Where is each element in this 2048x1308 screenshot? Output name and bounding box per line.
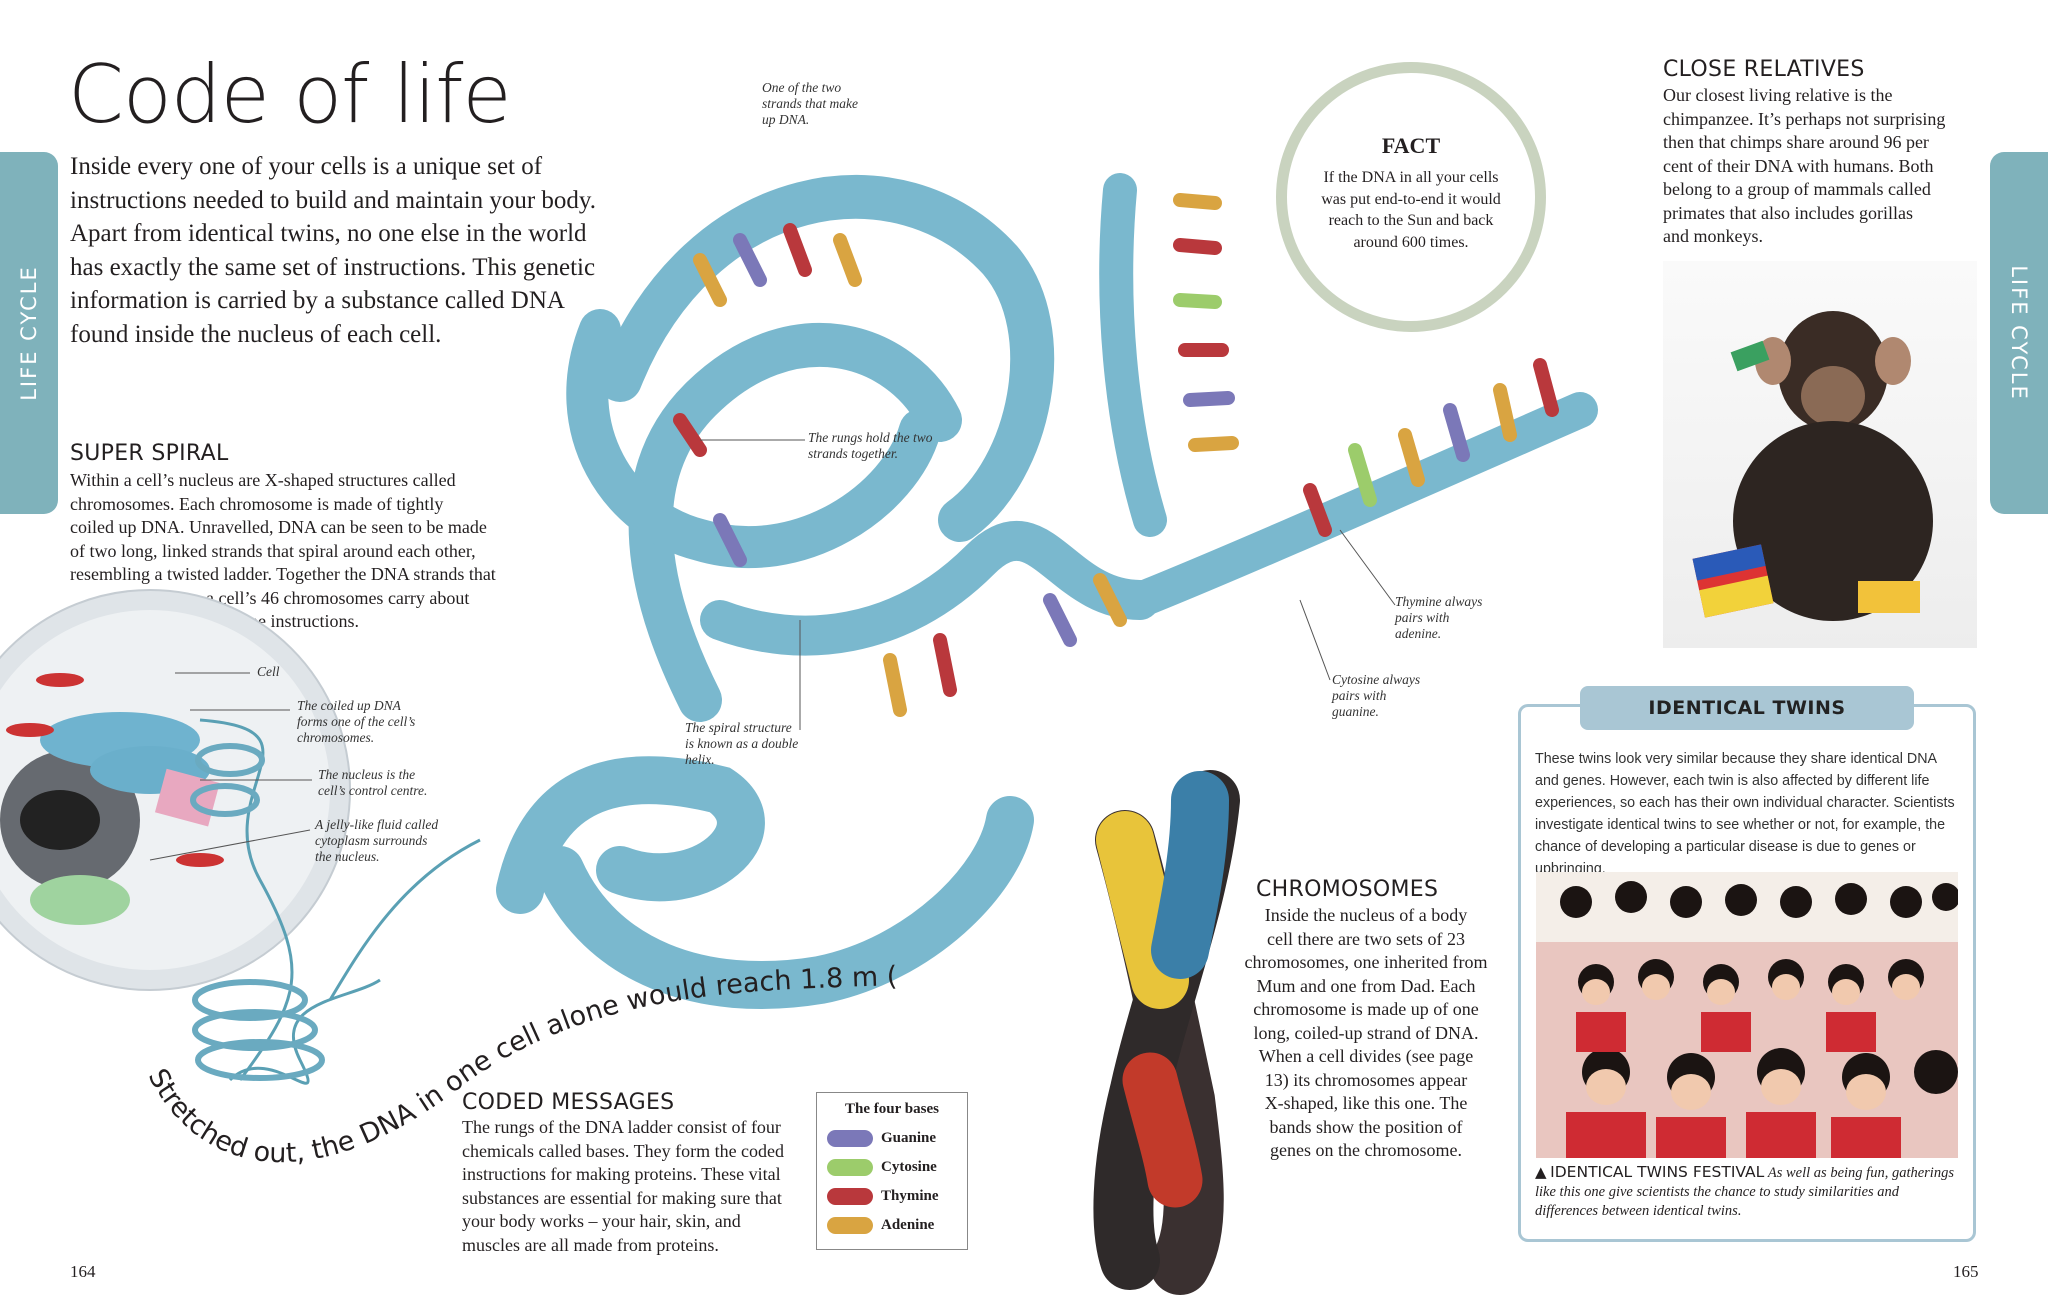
chromosomes-line: 13) its chromosomes appear bbox=[1264, 1069, 1468, 1090]
intro-paragraph: Inside every one of your cells is a uniq… bbox=[70, 153, 597, 348]
super-spiral-line: of two long, linked strands that spiral … bbox=[70, 540, 476, 561]
svg-text:Stretched out, the DNA in one: Stretched out, the DNA in one cell alone… bbox=[0, 0, 898, 1169]
chromosomes-line: long, coiled-up strand of DNA. bbox=[1253, 1022, 1479, 1043]
legend-swatch-thymine bbox=[827, 1188, 873, 1205]
close-relatives-line: chimpanzee. It’s perhaps not surprising bbox=[1663, 108, 1946, 129]
close-relatives-text: Our closest living relative is the chimp… bbox=[1663, 84, 1983, 249]
legend-swatch-adenine bbox=[827, 1217, 873, 1234]
close-relatives-heading: CLOSE RELATIVES bbox=[1663, 57, 1865, 82]
super-spiral-text: Within a cell’s nucleus are X-shaped str… bbox=[70, 469, 570, 634]
fact-title: FACT bbox=[1381, 133, 1441, 158]
page-title: Code of life bbox=[68, 48, 512, 141]
chromosomes-line: genes on the chromosome. bbox=[1270, 1140, 1462, 1160]
legend-label: Adenine bbox=[881, 1217, 935, 1233]
page-number-left: 164 bbox=[70, 1262, 96, 1281]
legend-item: Thymine bbox=[827, 1182, 957, 1211]
chromosomes-heading: CHROMOSOMES bbox=[1256, 877, 1439, 902]
legend-item: Adenine bbox=[827, 1211, 957, 1240]
close-relatives-line: primates that also includes gorillas bbox=[1663, 202, 1913, 223]
super-spiral-line: chromosomes. Each chromosome is made of … bbox=[70, 493, 444, 514]
chromosomes-line: When a cell divides (see page bbox=[1258, 1046, 1474, 1066]
fact-circle: FACT If the DNA in all your cells was pu… bbox=[1276, 62, 1546, 332]
legend-swatch-guanine bbox=[827, 1130, 873, 1147]
chromosomes-line: chromosomes, one inherited from bbox=[1244, 952, 1488, 972]
legend-swatch-cytosine bbox=[827, 1159, 873, 1176]
label-leader-lines bbox=[149, 439, 1396, 861]
coded-messages-line: substances are essential for making sure… bbox=[462, 1187, 782, 1208]
legend-item: Guanine bbox=[827, 1124, 957, 1153]
side-tab-left: LIFE CYCLE bbox=[0, 152, 58, 514]
coded-messages-line: chemicals called bases. They form the co… bbox=[462, 1140, 785, 1161]
legend-title: The four bases bbox=[845, 1101, 939, 1117]
legend-label: Cytosine bbox=[881, 1159, 937, 1175]
label-strands: One of the two strands that make up DNA. bbox=[762, 80, 858, 127]
label-cytosine: Cytosine always pairs with guanine. bbox=[1332, 672, 1421, 719]
super-spiral-line: coiled up DNA. Unravelled, DNA can be se… bbox=[70, 517, 487, 537]
coiled-strand bbox=[199, 718, 481, 1085]
chimpanzee-photo bbox=[1663, 261, 1977, 648]
caption-triangle-icon: ▲ bbox=[1535, 1163, 1547, 1181]
chromosomes-line: chromosome is made up of one bbox=[1253, 999, 1479, 1019]
dna-coil bbox=[496, 173, 1598, 1010]
fact-text: If the DNA in all your cells was put end… bbox=[1321, 169, 1501, 251]
dna-rungs bbox=[673, 193, 1559, 717]
legend-label: Thymine bbox=[881, 1188, 939, 1204]
page-number-right: 165 bbox=[1953, 1262, 1979, 1281]
side-tab-right: LIFE CYCLE bbox=[1990, 152, 2048, 514]
close-relatives-line: Our closest living relative is the bbox=[1663, 85, 1893, 105]
label-cell: Cell bbox=[257, 664, 280, 679]
super-spiral-line: Within a cell’s nucleus are X-shaped str… bbox=[70, 470, 456, 490]
label-double-helix: The spiral structure is known as a doubl… bbox=[685, 720, 799, 767]
chromosome-illustration bbox=[1093, 770, 1240, 1295]
coded-messages-text: The rungs of the DNA ladder consist of f… bbox=[462, 1116, 812, 1257]
label-coiled-dna: The coiled up DNA forms one of the cell’… bbox=[297, 698, 416, 745]
close-relatives-line: cent of their DNA with humans. Both bbox=[1663, 155, 1934, 176]
twins-photo-caption: ▲ IDENTICAL TWINS FESTIVAL As well as be… bbox=[1535, 1163, 1963, 1221]
close-relatives-line: and monkeys. bbox=[1663, 226, 1763, 246]
label-thymine: Thymine always pairs with adenine. bbox=[1395, 594, 1483, 641]
caption-text: As well as being fun, gatherings like th… bbox=[1535, 1165, 1954, 1219]
identical-twins-text: These twins look very similar because th… bbox=[1535, 751, 1955, 877]
chromosomes-line: cell there are two sets of 23 bbox=[1267, 928, 1465, 949]
chromosomes-line: bands show the position of bbox=[1269, 1116, 1463, 1137]
identical-twins-heading: IDENTICAL TWINS bbox=[1580, 686, 1914, 730]
label-nucleus: The nucleus is the cell’s control centre… bbox=[318, 767, 428, 798]
super-spiral-line: resembling a twisted ladder. Together th… bbox=[70, 564, 496, 584]
four-bases-legend: The four bases Guanine Cytosine Thymine … bbox=[816, 1092, 968, 1250]
close-relatives-line: then that chimps share around 96 per bbox=[1663, 132, 1929, 152]
coded-messages-line: instructions for making proteins. These … bbox=[462, 1164, 781, 1184]
close-relatives-line: belong to a group of mammals called bbox=[1663, 179, 1931, 199]
chromosomes-line: Inside the nucleus of a body bbox=[1264, 905, 1468, 925]
curved-caption-text: Stretched out, the DNA in one cell alone… bbox=[0, 0, 898, 1169]
coded-messages-line: your body works – your hair, skin, and bbox=[462, 1211, 741, 1231]
label-rungs: The rungs hold the two strands together. bbox=[808, 430, 933, 461]
coded-messages-heading: CODED MESSAGES bbox=[462, 1090, 675, 1115]
cell-illustration bbox=[0, 589, 351, 991]
coded-messages-line: The rungs of the DNA ladder consist of f… bbox=[462, 1117, 781, 1137]
twins-festival-photo bbox=[1536, 872, 1958, 1158]
coded-messages-line: muscles are all made from proteins. bbox=[462, 1234, 719, 1255]
super-spiral-heading: SUPER SPIRAL bbox=[70, 441, 229, 466]
chromosomes-line: X-shaped, like this one. The bbox=[1264, 1093, 1468, 1113]
legend-item: Cytosine bbox=[827, 1153, 957, 1182]
chromosomes-text: Inside the nucleus of a body cell there … bbox=[1234, 904, 1498, 1163]
legend-label: Guanine bbox=[881, 1130, 937, 1146]
chromosomes-line: Mum and one from Dad. Each bbox=[1256, 975, 1476, 996]
label-cytoplasm: A jelly-like fluid called cytoplasm surr… bbox=[315, 817, 439, 864]
caption-title: IDENTICAL TWINS FESTIVAL bbox=[1550, 1163, 1765, 1181]
